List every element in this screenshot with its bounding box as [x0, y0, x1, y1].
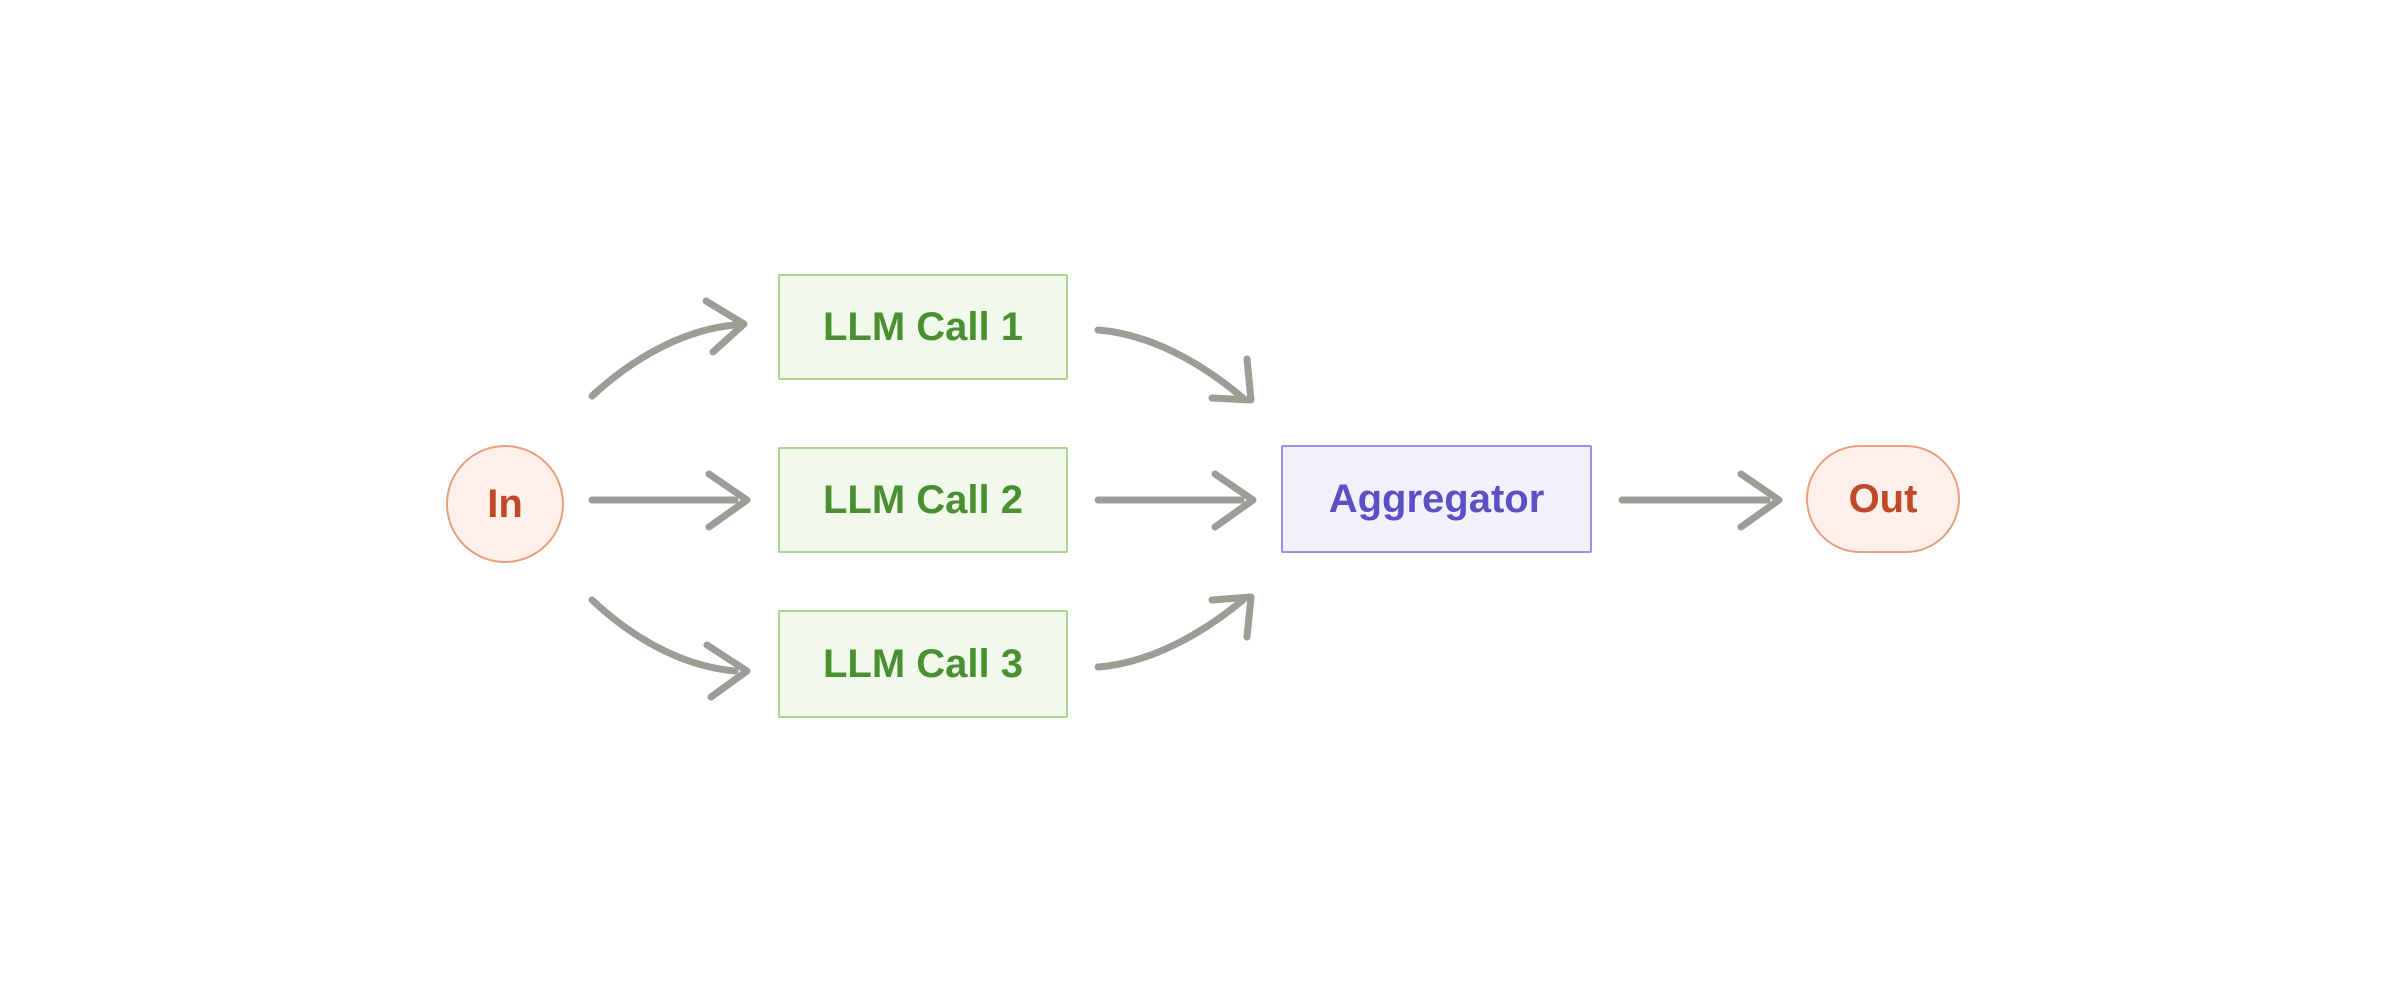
node-llm-call-2-label: LLM Call 2 [822, 478, 1024, 522]
edge-in-to-llm2 [588, 470, 751, 531]
node-input-label: In [487, 482, 523, 526]
node-llm-call-3-label: LLM Call 3 [822, 642, 1024, 686]
edge-llm3-to-aggregator [1094, 593, 1255, 671]
node-aggregator-label: Aggregator [1328, 477, 1545, 521]
node-llm-call-2[interactable]: LLM Call 2 [778, 447, 1068, 553]
edge-in-to-llm3 [588, 596, 751, 701]
node-input[interactable]: In [446, 445, 564, 563]
node-llm-call-3[interactable]: LLM Call 3 [778, 610, 1068, 718]
node-output-label: Out [1848, 477, 1918, 521]
edge-llm1-to-aggregator [1094, 326, 1255, 404]
node-aggregator[interactable]: Aggregator [1281, 445, 1592, 553]
node-llm-call-1[interactable]: LLM Call 1 [778, 274, 1068, 380]
edge-llm2-to-aggregator [1094, 470, 1257, 531]
node-llm-call-1-label: LLM Call 1 [822, 305, 1024, 349]
edge-aggregator-to-out [1618, 470, 1783, 531]
edge-in-to-llm1 [588, 297, 748, 400]
node-output[interactable]: Out [1806, 445, 1960, 553]
